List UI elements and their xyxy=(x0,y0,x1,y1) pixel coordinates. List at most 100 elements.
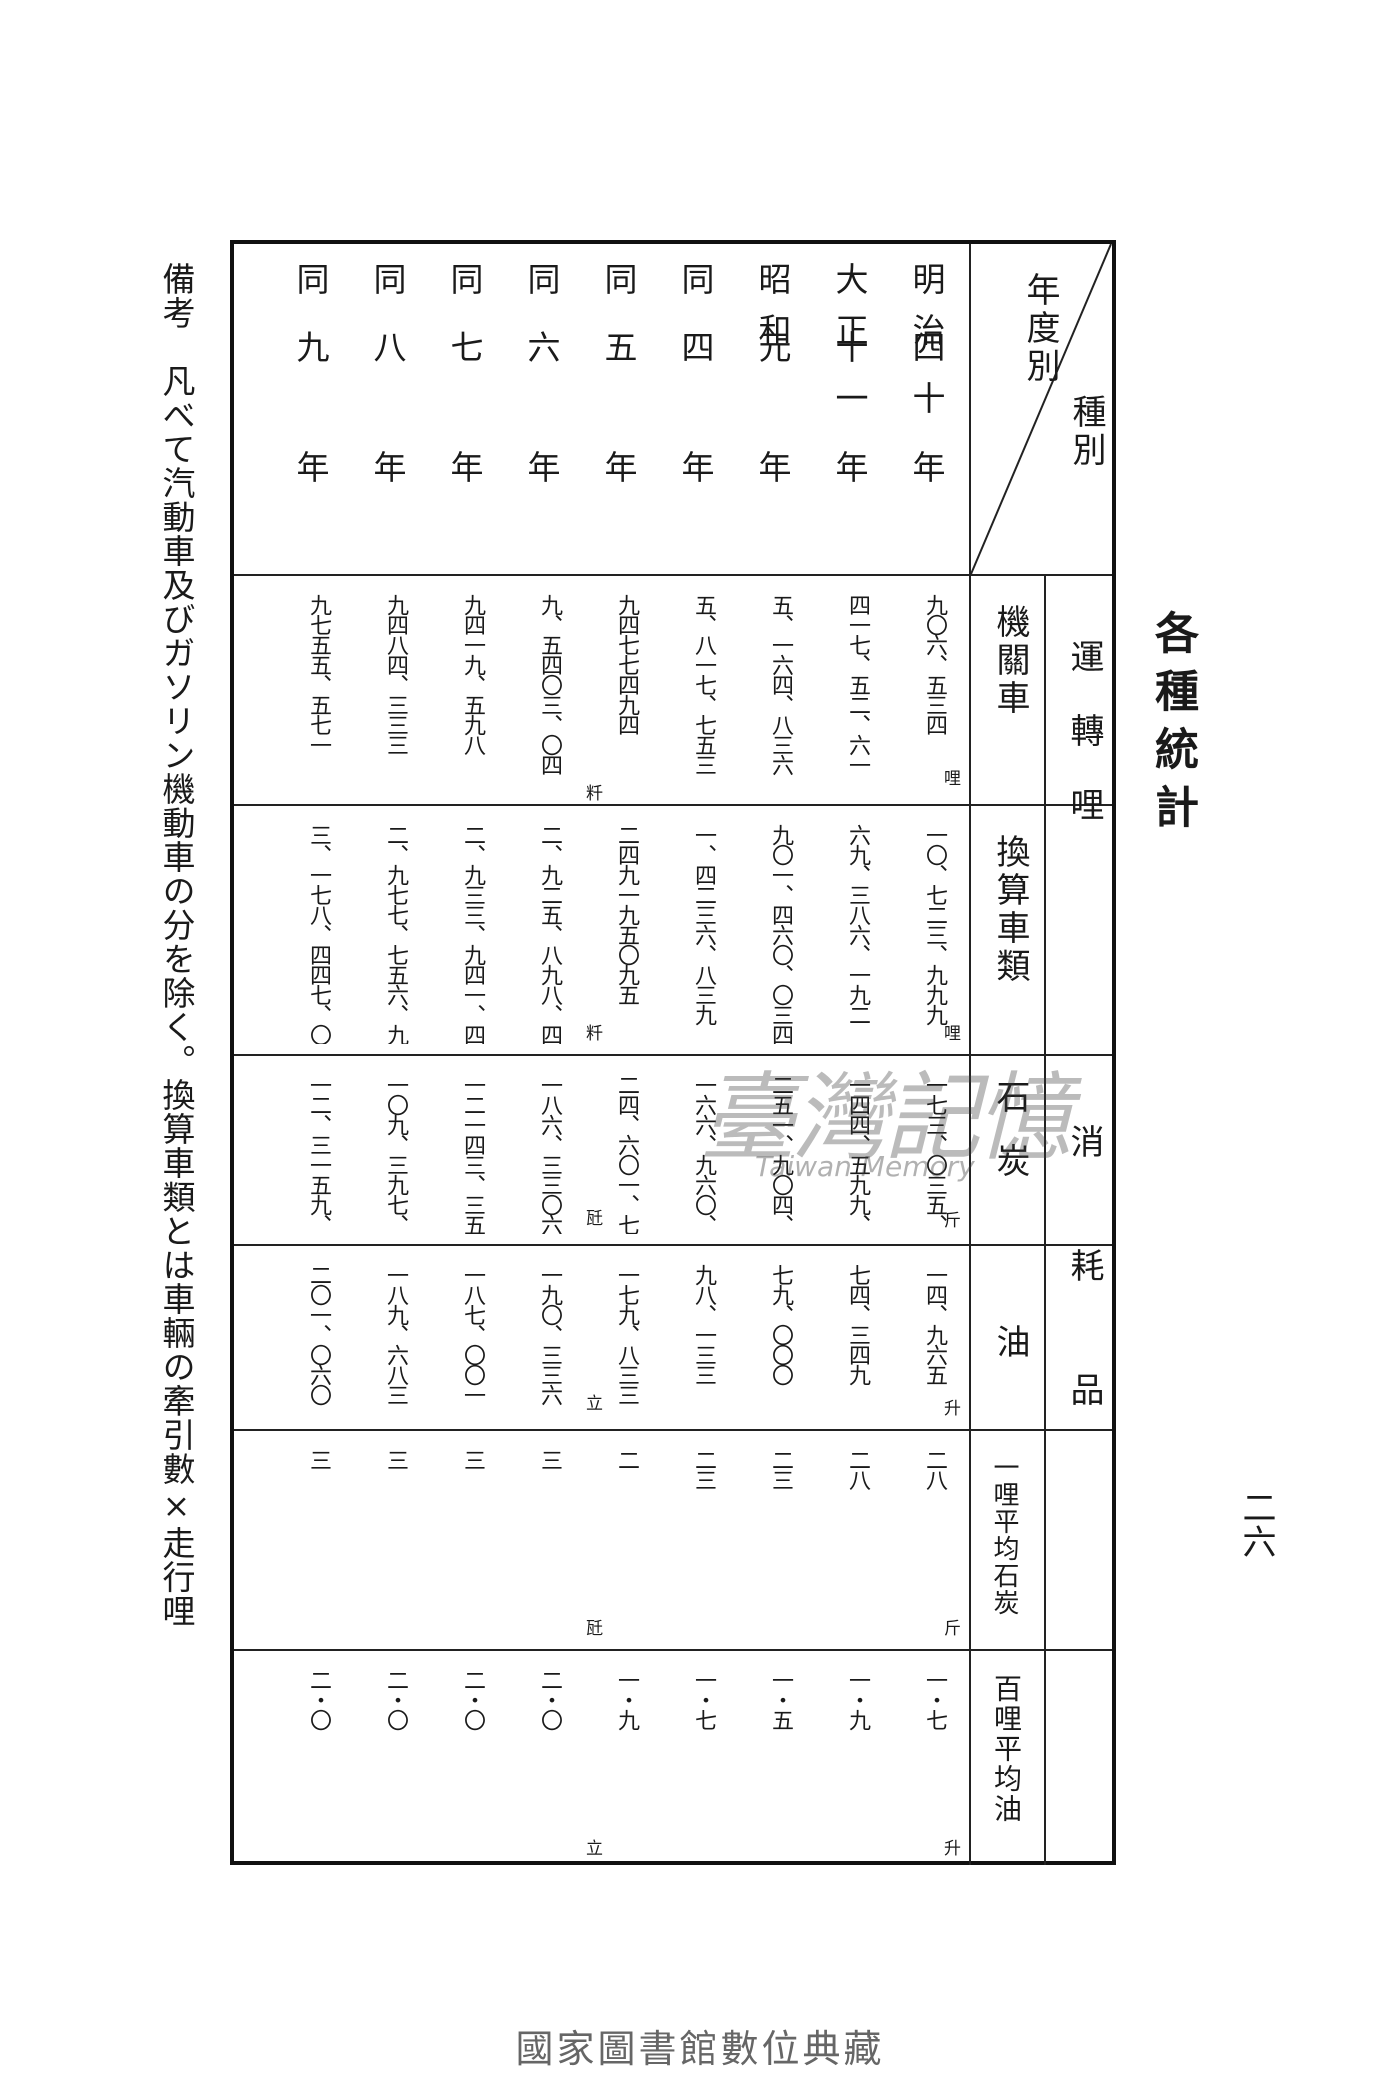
table-cell: 三 xyxy=(460,1449,485,1469)
row-divider xyxy=(234,1429,1112,1431)
table-cell: 一二、三一五九、七六四 xyxy=(306,1074,331,1234)
group-label-mileage: 運轉哩 xyxy=(1064,639,1104,861)
row-year-part: 十一 xyxy=(830,330,869,432)
table-cell: 三 xyxy=(383,1449,408,1469)
unit-mile: 哩 xyxy=(944,1024,961,1044)
header-column-divider xyxy=(969,244,971,1865)
watermark-subtitle: Taiwan Memory xyxy=(755,1150,975,1183)
col-header-coal: 石炭 xyxy=(990,1079,1030,1207)
unit-litre: 立 xyxy=(586,1394,603,1414)
table-cell: 九〇一、四六〇、〇三四 xyxy=(768,824,793,1044)
row-year-part: 同 xyxy=(676,262,715,313)
table-cell: 二、九三三、九四一、四九九 xyxy=(460,824,485,1044)
table-cell: 九四七七四九四 xyxy=(614,594,639,734)
unit-km: 粁 xyxy=(586,784,603,804)
col-header-oil-per-100-miles: 百哩平均油 xyxy=(990,1674,1023,1824)
remarks-note: 備考 凡べて汽動車及びガソリン機動車の分を除く。換算車類とは車輛の牽引數×走行哩 xyxy=(157,262,196,1628)
unit-mile: 哩 xyxy=(944,769,961,789)
table-cell: 二八 xyxy=(845,1449,870,1489)
table-cell: 一・九 xyxy=(845,1669,870,1729)
table-cell: 五、一六四、八三六 xyxy=(768,594,793,774)
table-cell: 二五一、九〇四、三八二 xyxy=(768,1074,793,1234)
table-cell: 一七九、八三三 xyxy=(614,1264,639,1404)
table-cell: 九四八四、三三三 xyxy=(383,594,408,754)
table-cell: 三 xyxy=(306,1449,331,1469)
row-year-part: 七 xyxy=(445,330,484,381)
row-divider xyxy=(234,804,1112,806)
table-cell: 五、八一七、七五三 xyxy=(691,594,716,774)
row-divider xyxy=(234,1054,1112,1056)
table-cell: 二三 xyxy=(691,1449,716,1489)
table-cell: 一九〇、三三六 xyxy=(537,1264,562,1404)
unit-kg: 瓩 xyxy=(586,1209,603,1229)
row-year-part: 昭和 xyxy=(753,262,792,364)
col-header-locomotive: 機關車 xyxy=(990,604,1030,718)
table-cell: 二三 xyxy=(768,1449,793,1489)
unit-litre: 立 xyxy=(586,1839,603,1859)
col-header-converted-cars: 換算車類 xyxy=(990,834,1030,986)
row-year-part: 年 xyxy=(522,450,561,501)
table-cell: 一八六、三三〇六三 xyxy=(537,1074,562,1234)
unit-kin: 斤 xyxy=(944,1619,961,1639)
table-cell: 三 xyxy=(537,1449,562,1469)
table-cell: 二・〇 xyxy=(306,1669,331,1729)
page-number: 二六 xyxy=(1236,1490,1276,1558)
table-cell: 一六六、九六〇、七四四 xyxy=(691,1074,716,1234)
table-cell: 一・七 xyxy=(922,1669,947,1729)
table-cell: 一・七 xyxy=(691,1669,716,1729)
table-cell: 二・〇 xyxy=(383,1669,408,1729)
table-cell: 九七五五、五七一 xyxy=(306,594,331,754)
unit-kg: 瓩 xyxy=(586,1619,603,1639)
row-year-part: 同 xyxy=(368,262,407,313)
row-year-part: 元 xyxy=(753,330,792,381)
table-cell: 一、四二三六、八三九 xyxy=(691,824,716,1024)
row-year-part: 同 xyxy=(291,262,330,313)
row-year-part: 同 xyxy=(522,262,561,313)
table-cell: 九八、一三三 xyxy=(691,1264,716,1384)
table-cell: 九四一九、五九八 xyxy=(460,594,485,754)
col-header-coal-per-mile: 一哩平均石炭 xyxy=(989,1454,1019,1616)
table-cell: 二八 xyxy=(922,1449,947,1489)
row-year-part: 大正 xyxy=(830,262,869,364)
table-cell: 一・五 xyxy=(768,1669,793,1729)
table-cell: 三、一七八、四四七、〇八九 xyxy=(306,824,331,1044)
table-cell: 一〇、七二三、九九九 xyxy=(922,824,947,1024)
row-year-part: 年 xyxy=(830,450,869,501)
statistics-table: 年度別 種別 運轉哩 消耗品 機關車 換算車類 石炭 油 一哩平均石炭 百哩平均… xyxy=(230,240,1116,1865)
page-title: 各種統計 xyxy=(1147,610,1198,842)
row-year-part: 九 xyxy=(291,330,330,381)
table-cell: 一四、九六五 xyxy=(922,1264,947,1384)
corner-diagonal xyxy=(971,244,1112,574)
row-year-part: 年 xyxy=(291,450,330,501)
table-cell: 二四九一九五〇九五 xyxy=(614,824,639,1004)
row-year-part: 年 xyxy=(368,450,407,501)
table-cell: 七四、三四九 xyxy=(845,1264,870,1384)
unit-sho: 升 xyxy=(944,1839,961,1859)
table-cell: 二・〇 xyxy=(537,1669,562,1729)
table-cell: 一七三、〇三五、六三三 xyxy=(922,1074,947,1234)
corner-col-label: 種別 xyxy=(1066,394,1106,470)
row-divider xyxy=(234,1244,1112,1246)
table-cell: 一八九、六八三 xyxy=(383,1264,408,1404)
table-cell: 一四四、五九九、〇一〇 xyxy=(845,1074,870,1234)
row-year-part: 年 xyxy=(753,450,792,501)
table-cell: 一八七、〇〇一 xyxy=(460,1264,485,1404)
watermark-logo: 臺灣記憶 xyxy=(700,1062,1072,1174)
unit-sho: 升 xyxy=(944,1399,961,1419)
col-header-oil: 油 xyxy=(990,1324,1030,1362)
table-cell: 二・〇 xyxy=(460,1669,485,1729)
group-label-consumption: 消耗品 xyxy=(1064,1124,1104,1496)
row-year-part: 六 xyxy=(522,330,561,381)
table-cell: 二、九二五、八九八、四九九 xyxy=(537,824,562,1044)
row-year-part: 四十 xyxy=(907,330,946,432)
table-cell: 二、九七七、七五六、九七四 xyxy=(383,824,408,1044)
header-divider xyxy=(234,574,1112,576)
table-cell: 二四、六〇一、七一九 xyxy=(614,1074,639,1234)
footer-source: 國家圖書館數位典藏 xyxy=(515,2027,885,2071)
table-cell: 六九、三八六、一九二 xyxy=(845,824,870,1024)
table-cell: 一二一四三、三五四 xyxy=(460,1074,485,1234)
table-cell: 九、五四〇三、〇四 xyxy=(537,594,562,774)
table-cell: 七九、〇〇〇 xyxy=(768,1264,793,1384)
row-year-part: 四 xyxy=(676,330,715,381)
row-divider xyxy=(234,1649,1112,1651)
